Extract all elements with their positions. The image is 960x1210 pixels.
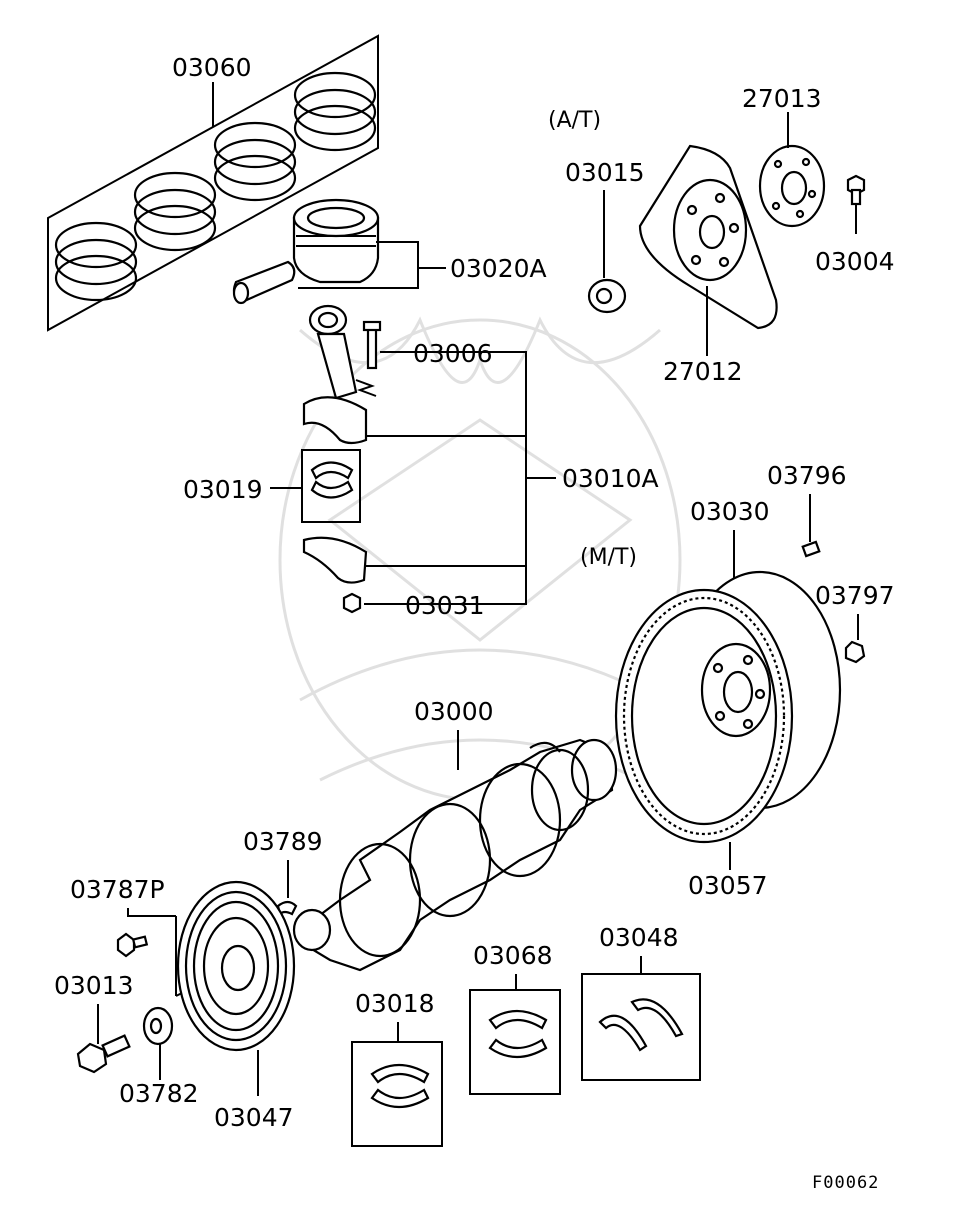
label-03000[interactable]: 03000 — [414, 697, 494, 726]
label-27012[interactable]: 27012 — [663, 357, 743, 386]
label-03020A[interactable]: 03020A — [450, 254, 547, 283]
piston-ring-set-1 — [54, 221, 138, 302]
label-03030[interactable]: 03030 — [690, 497, 770, 526]
label-03789[interactable]: 03789 — [243, 827, 323, 856]
label-03013[interactable]: 03013 — [54, 971, 134, 1000]
piston-and-pin: 03020A — [232, 198, 547, 305]
label-03787P[interactable]: 03787P — [70, 875, 165, 904]
label-03060[interactable]: 03060 — [172, 53, 252, 82]
label-03797[interactable]: 03797 — [815, 581, 895, 610]
label-03782[interactable]: 03782 — [119, 1079, 199, 1108]
label-03004[interactable]: 03004 — [815, 247, 895, 276]
bearing-box-03068: 03068 — [469, 941, 561, 1095]
label-03031[interactable]: 03031 — [405, 591, 485, 620]
bearing-box-03018: 03018 — [351, 989, 443, 1147]
crankshaft: 03000 — [292, 697, 618, 972]
crank-pulley-group: 03789 03787P 03047 03782 03013 — [54, 827, 323, 1132]
section-manual[interactable]: (M/T) — [580, 545, 637, 570]
piston-ring-set-2 — [133, 171, 217, 252]
automatic-transmission-group: (A/T) 03015 27012 27013 03004 — [548, 84, 895, 386]
piston-rings-group: 03060 — [47, 34, 379, 332]
connecting-rod-assembly: 03006 03010A 03019 03031 — [183, 304, 659, 620]
label-03015[interactable]: 03015 — [565, 158, 645, 187]
label-03010A[interactable]: 03010A — [562, 464, 659, 493]
label-27013[interactable]: 27013 — [742, 84, 822, 113]
piston-ring-set-3 — [213, 121, 297, 202]
label-03796[interactable]: 03796 — [767, 461, 847, 490]
label-03057[interactable]: 03057 — [688, 871, 768, 900]
label-03019[interactable]: 03019 — [183, 475, 263, 504]
label-03018[interactable]: 03018 — [355, 989, 435, 1018]
manual-transmission-group: (M/T) 03796 03030 03797 03057 — [580, 461, 895, 900]
figure-code: F00062 — [812, 1173, 879, 1193]
label-03047[interactable]: 03047 — [214, 1103, 294, 1132]
bearing-box-03048: 03048 — [581, 923, 701, 1081]
label-03048[interactable]: 03048 — [599, 923, 679, 952]
label-03006[interactable]: 03006 — [413, 339, 493, 368]
piston-ring-set-4 — [293, 71, 377, 152]
label-03068[interactable]: 03068 — [473, 941, 553, 970]
section-automatic[interactable]: (A/T) — [548, 108, 601, 133]
